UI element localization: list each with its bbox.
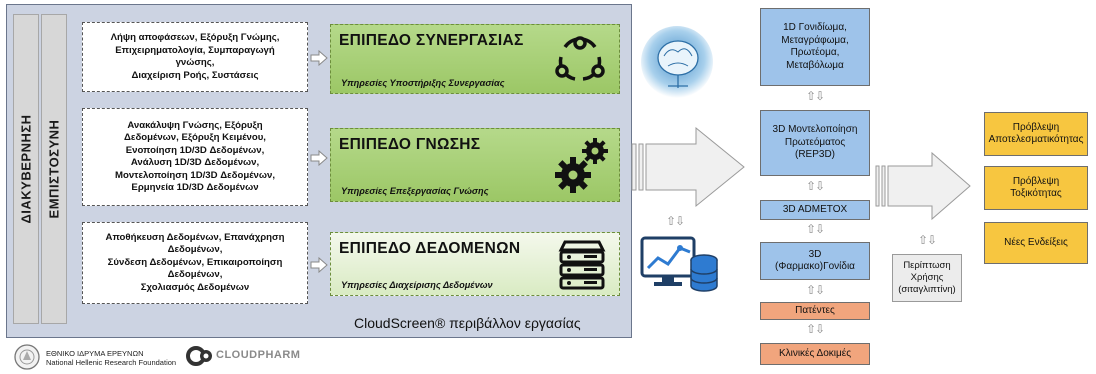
service-line: Διαχείριση Ροής, Συστάσεις [131, 69, 259, 81]
prediction-line: Νέες Ενδείξεις [1004, 236, 1068, 248]
service-line: Δεδομένων, Εξόρυξη Κειμένου, [124, 132, 266, 143]
knowledge-level-subtitle: Υπηρεσίες Επεξεργασίας Γνώσης [341, 186, 489, 196]
data-level-subtitle: Υπηρεσίες Διαχείρισης Δεδομένων [341, 280, 493, 290]
trust-column: ΕΜΠΙΣΤΟΣΥΝΗ [41, 14, 67, 324]
modeling-line: Πρωτεόματος [784, 136, 846, 148]
bidirectional-arrow-icon: ⇧⇩ [917, 233, 937, 247]
modeling-line: (REP3D) [794, 149, 835, 161]
use-case-line: (σιταγλιπτίνη) [898, 284, 956, 295]
prediction-line: Τοξικότητας [1010, 188, 1062, 199]
modeling-box: 3D Μοντελοποίηση Πρωτεόματος (REP3D) [760, 110, 870, 176]
service-line: Επιχειρηματολογία, Συμπαραγωγή [115, 44, 275, 56]
environment-note: CloudScreen® περιβάλλον εργασίας [354, 315, 581, 331]
server-icon [558, 240, 606, 290]
service-line: γνώσης, [175, 57, 215, 68]
nhrf-name-greek: ΕΘΝΙΚΟ ΙΔΡΥΜΑ ΕΡΕΥΝΩΝ [46, 349, 144, 358]
main-flow-arrow-icon [631, 126, 745, 208]
bidirectional-arrow-icon: ⇧⇩ [665, 214, 685, 228]
service-line: Μοντελοποίηση 1D/3D Δεδομένων, [114, 169, 275, 181]
prediction-line: Πρόβλεψη [1012, 121, 1060, 133]
modeling-line: 3D Μοντελοποίηση [772, 124, 858, 136]
service-line: Ανάλυση 1D/3D Δεδομένων, [130, 157, 260, 168]
prediction-line: Αποτελεσματικότητας [988, 134, 1084, 145]
governance-column: ΔΙΑΚΥΒΕΡΝΗΣΗ [13, 14, 39, 324]
service-line: Λήψη αποφάσεων, Εξόρυξη Γνώμης, [110, 32, 280, 43]
service-line: Σχολιασμός Δεδομένων [140, 281, 250, 293]
share-network-icon [555, 36, 605, 81]
bidirectional-arrow-icon: ⇧⇩ [805, 179, 825, 193]
use-case-box: Περίπτωση Χρήσης (σιταγλιπτίνη) [892, 254, 962, 302]
bidirectional-arrow-icon: ⇧⇩ [805, 89, 825, 103]
knowledge-level-box: ΕΠΙΠΕΔΟ ΓΝΩΣΗΣ Υπηρεσίες Επεξεργασίας Γν… [330, 128, 620, 202]
pharmacogenes-line: 3D [808, 248, 822, 260]
nhrf-seal-icon [14, 344, 40, 370]
gears-icon [555, 138, 608, 193]
clinical-trials-box: Κλινικές Δοκιμές [760, 343, 870, 365]
service-line: Σύνδεση Δεδομένων, Επικαιροποίηση [107, 256, 283, 268]
use-case-line: Χρήσης [910, 272, 944, 283]
collaboration-level-title: ΕΠΙΠΕΔΟ ΣΥΝΕΡΓΑΣΙΑΣ [339, 32, 524, 49]
data-analytics-icon [640, 236, 718, 292]
collaboration-services-list: Λήψη αποφάσεων, Εξόρυξη Γνώμης, Επιχειρη… [82, 22, 308, 92]
collaboration-level-box: ΕΠΙΠΕΔΟ ΣΥΝΕΡΓΑΣΙΑΣ Υπηρεσίες Υποστήριξη… [330, 24, 620, 94]
data-level-title: ΕΠΙΠΕΔΟ ΔΕΔΟΜΕΝΩΝ [339, 240, 521, 257]
service-line: Ερμηνεία 1D/3D Δεδομένων [131, 182, 259, 193]
right-arrow-icon [310, 257, 328, 273]
nhrf-logo-text: ΕΘΝΙΚΟ ΙΔΡΥΜΑ ΕΡΕΥΝΩΝ National Hellenic … [46, 349, 176, 367]
bidirectional-arrow-icon: ⇧⇩ [805, 222, 825, 236]
service-line: Αποθήκευση Δεδομένων, Επανάχρηση [105, 231, 285, 243]
service-line: Δεδομένων, [167, 244, 223, 256]
pharmacogenes-line: (Φαρμακο)Γονίδια [775, 261, 855, 272]
omics-box: 1D Γονιδίωμα, Μεταγράφωμα, Πρωτέομα, Μετ… [760, 8, 870, 86]
trust-label: ΕΜΠΙΣΤΟΣΥΝΗ [46, 119, 62, 219]
service-line: Ενοποίηση 1D/3D Δεδομένων, [125, 144, 265, 156]
data-services-list: Αποθήκευση Δεδομένων, Επανάχρηση Δεδομέν… [82, 222, 308, 304]
new-indications-box: Νέες Ενδείξεις [984, 222, 1088, 264]
right-arrow-icon [310, 150, 328, 166]
efficacy-prediction-box: Πρόβλεψη Αποτελεσματικότητας [984, 112, 1088, 156]
bidirectional-arrow-icon: ⇧⇩ [805, 283, 825, 297]
cloudpharm-logo-icon [186, 346, 212, 366]
collaboration-level-subtitle: Υπηρεσίες Υποστήριξης Συνεργασίας [341, 78, 505, 88]
knowledge-level-title: ΕΠΙΠΕΔΟ ΓΝΩΣΗΣ [339, 136, 481, 153]
omics-line: Πρωτέομα, [790, 47, 840, 58]
omics-line: 1D Γονιδίωμα, [783, 22, 847, 33]
brain-network-icon [641, 26, 713, 98]
pharmacogenes-box: 3D (Φαρμακο)Γονίδια [760, 242, 870, 280]
bidirectional-arrow-icon: ⇧⇩ [805, 322, 825, 336]
use-case-line: Περίπτωση [903, 260, 951, 271]
nhrf-name-english: National Hellenic Research Foundation [46, 358, 177, 367]
toxicity-prediction-box: Πρόβλεψη Τοξικότητας [984, 166, 1088, 210]
service-line: Δεδομένων, [167, 269, 223, 281]
prediction-line: Πρόβλεψη [1012, 175, 1060, 187]
secondary-flow-arrow-icon [875, 151, 971, 221]
governance-label: ΔΙΑΚΥΒΕΡΝΗΣΗ [18, 114, 34, 224]
cloudpharm-logo-text: CLOUDPHARM [216, 349, 301, 361]
admetox-box: 3D ADMETOX [760, 200, 870, 220]
omics-line: Μεταγράφωμα, [781, 34, 849, 46]
service-line: Ανακάλυψη Γνώσης, Εξόρυξη [127, 119, 263, 131]
right-arrow-icon [310, 50, 328, 66]
knowledge-services-list: Ανακάλυψη Γνώσης, Εξόρυξη Δεδομένων, Εξό… [82, 108, 308, 206]
data-level-box: ΕΠΙΠΕΔΟ ΔΕΔΟΜΕΝΩΝ Υπηρεσίες Διαχείρισης … [330, 232, 620, 296]
omics-line: Μεταβόλωμα [786, 59, 844, 71]
patents-box: Πατέντες [760, 302, 870, 320]
